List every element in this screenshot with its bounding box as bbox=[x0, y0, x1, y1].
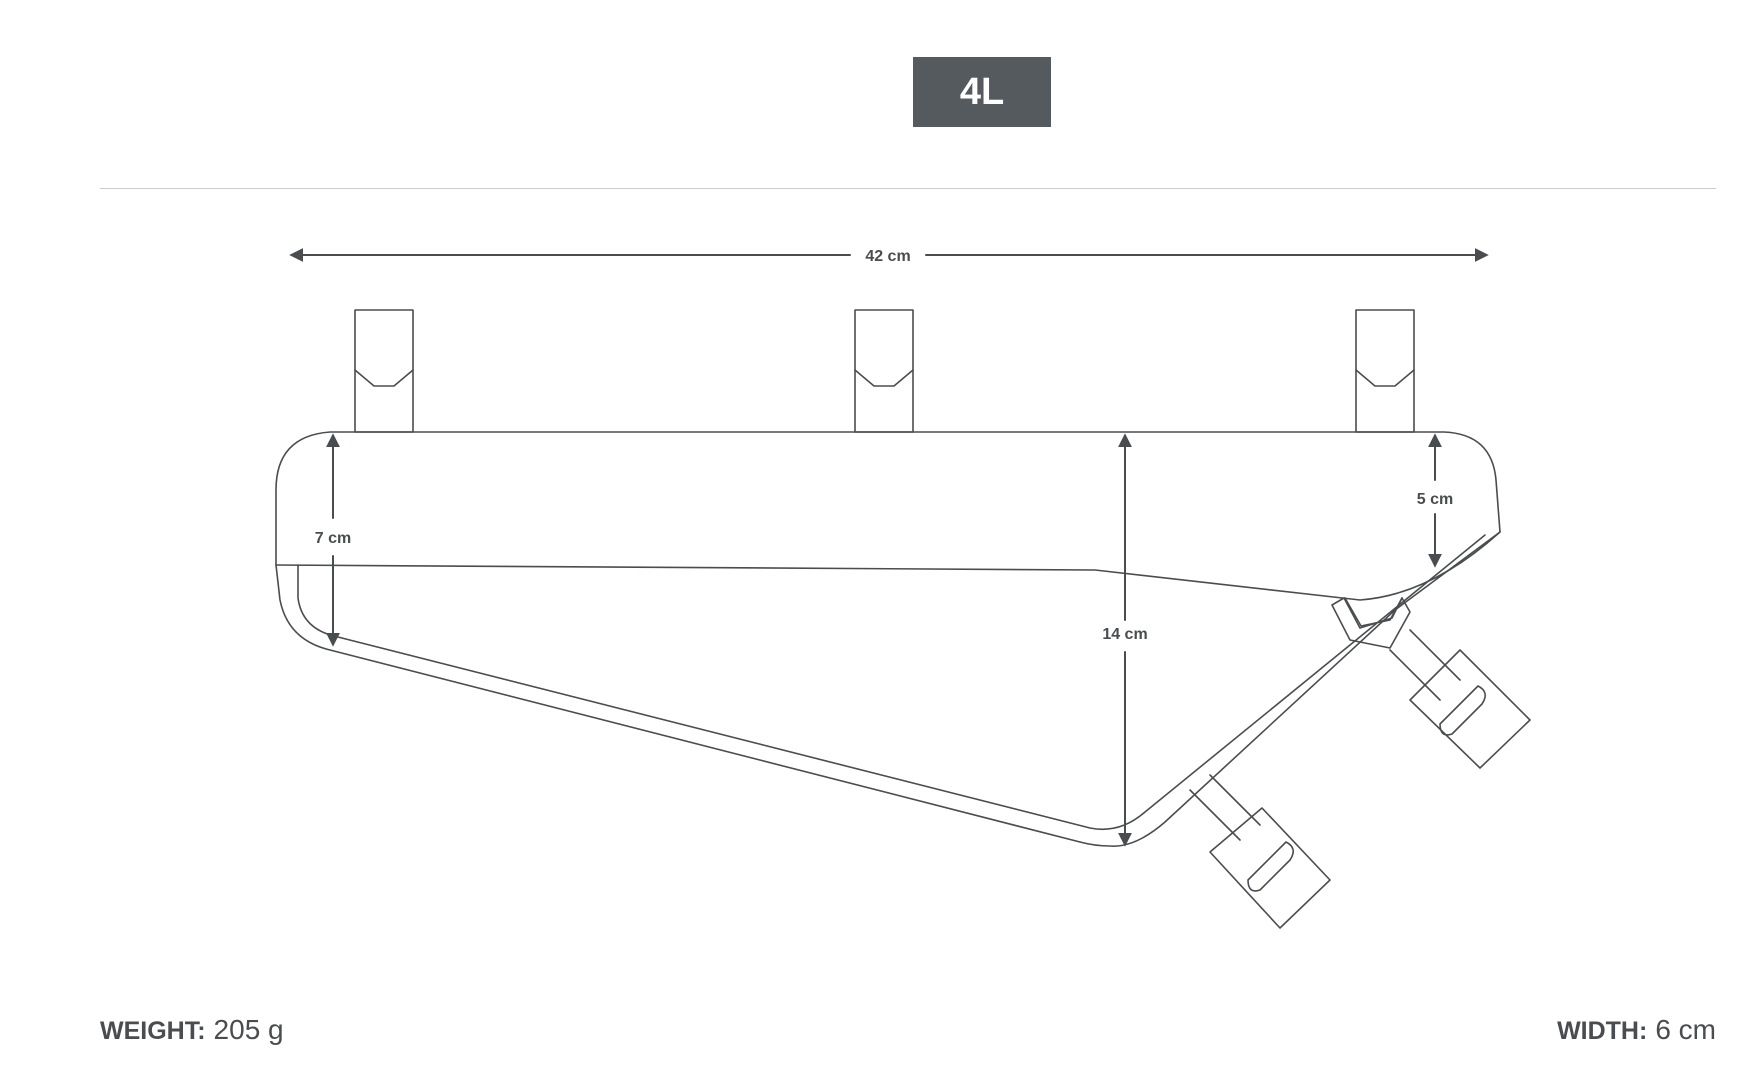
bag-outline bbox=[275, 431, 1501, 847]
weight-spec: WEIGHT: 205 g bbox=[100, 1014, 284, 1046]
rear-height-label: 5 cm bbox=[1417, 491, 1453, 508]
width-label: WIDTH: bbox=[1557, 1017, 1648, 1045]
top-strap-left bbox=[354, 309, 414, 433]
front-height-label: 7 cm bbox=[315, 530, 351, 547]
volume-badge: 4L bbox=[913, 57, 1051, 127]
bag-inner-rim bbox=[297, 534, 1486, 831]
width-spec: WIDTH: 6 cm bbox=[1557, 1014, 1716, 1046]
weight-value: 205 g bbox=[213, 1014, 284, 1045]
top-strap-middle bbox=[854, 309, 914, 433]
header-divider bbox=[100, 188, 1716, 189]
top-strap-right bbox=[1355, 309, 1415, 433]
front-down-strap bbox=[1189, 774, 1331, 929]
volume-label: 4L bbox=[959, 70, 1005, 113]
bag-panel-seam bbox=[275, 531, 1501, 601]
rear-clip bbox=[1331, 597, 1411, 649]
length-dimension-label: 42 cm bbox=[865, 248, 910, 265]
width-value: 6 cm bbox=[1655, 1014, 1716, 1045]
weight-label: WEIGHT: bbox=[100, 1017, 206, 1045]
rear-down-strap bbox=[1389, 629, 1531, 769]
center-height-label: 14 cm bbox=[1102, 626, 1147, 643]
